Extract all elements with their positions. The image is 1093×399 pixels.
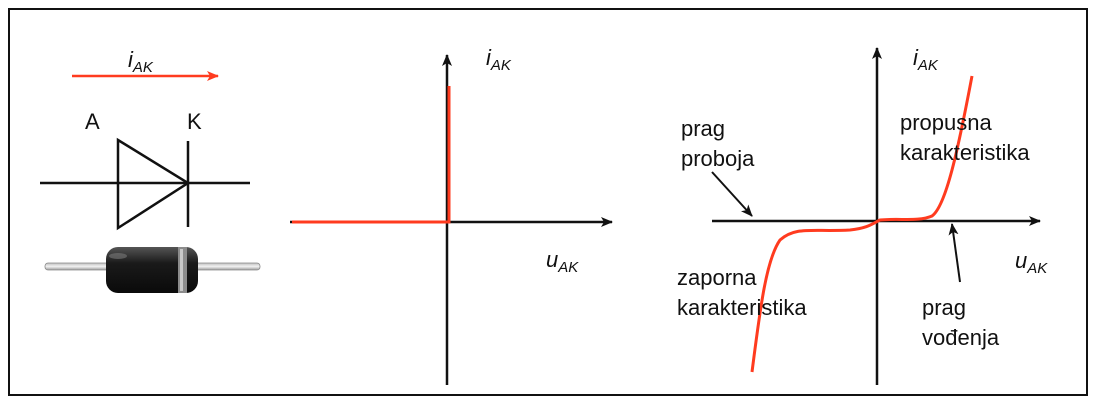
anode-triangle (116, 137, 191, 231)
breakdown-pointer-arrow (711, 171, 753, 217)
cathode-label: K (187, 109, 202, 134)
real-x-label: uAK (1015, 248, 1048, 277)
figure-border (8, 8, 1088, 396)
anode-label: A (85, 109, 100, 134)
current-label: iAK (128, 47, 154, 76)
breakdown-threshold-label: prag proboja (681, 116, 755, 171)
conduction-pointer-arrow (948, 223, 961, 283)
real-curve (750, 75, 974, 373)
forward-characteristic-label: propusna karakteristika (900, 110, 1030, 165)
reverse-characteristic-label: zaporna karakteristika (677, 265, 807, 320)
diode-symbol: iAK A K (40, 47, 250, 231)
ideal-curve (292, 86, 451, 224)
ideal-characteristic-plot: iAK uAK (290, 45, 613, 385)
real-y-label: iAK (913, 45, 939, 74)
diode-component-image (44, 247, 261, 293)
ideal-y-label: iAK (486, 45, 512, 74)
ideal-x-label: uAK (546, 247, 579, 276)
real-characteristic-plot: iAK uAK prag proboja propusna karakteris… (677, 45, 1048, 385)
conduction-threshold-label: prag vođenja (922, 295, 1000, 350)
